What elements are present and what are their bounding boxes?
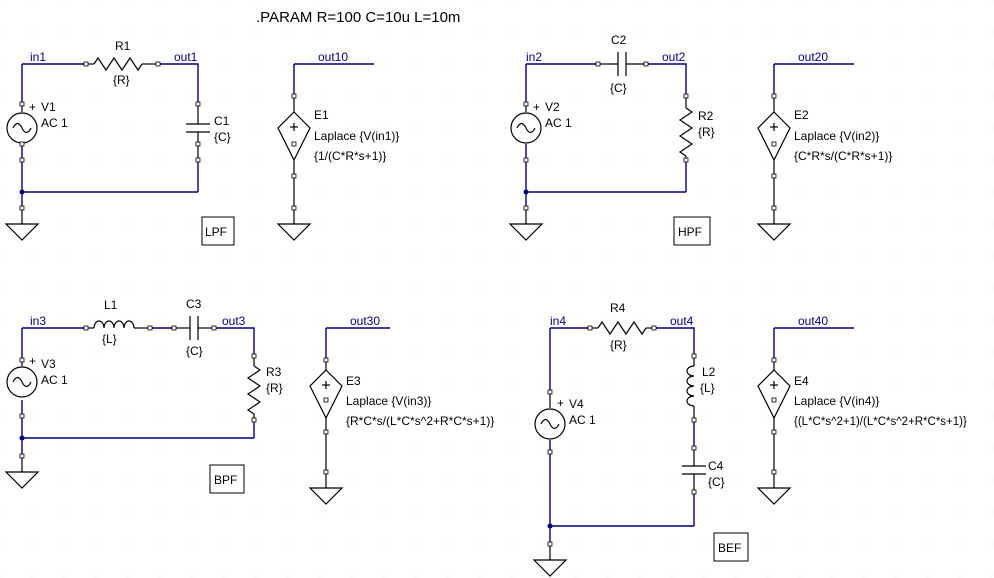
lpf-net-dep-out[interactable]: out10 <box>318 50 348 64</box>
bpf-resistor-value: {R} <box>266 381 283 395</box>
param-directive[interactable]: .PARAM R=100 C=10u L=10m <box>256 9 460 26</box>
bpf-dep-ref: E3 <box>346 374 361 388</box>
bef-dep-ref: E4 <box>794 374 809 388</box>
lpf-net-in[interactable]: in1 <box>30 50 46 64</box>
hpf-dep-ref: E2 <box>794 108 809 122</box>
bef-voltage-source[interactable]: + <box>534 392 566 440</box>
bpf-label: BPF <box>214 473 237 487</box>
svg-text:+: + <box>29 100 36 114</box>
hpf-laplace-source: out20 E2 Laplace {V(in2)} {C*R*s/(C*R*s+… <box>756 50 892 241</box>
bpf-dependent-source[interactable] <box>309 360 343 456</box>
lpf-source-ref: V1 <box>41 100 56 114</box>
bpf-ground-icon <box>4 456 40 489</box>
bpf-inductor-ref: L1 <box>104 298 118 312</box>
svg-text:+: + <box>557 396 564 410</box>
svg-text:+: + <box>29 354 36 368</box>
lpf-capacitor-ref: C1 <box>214 114 230 128</box>
lpf-dep-ref: E1 <box>314 108 329 122</box>
bef-net-dep-out[interactable]: out40 <box>798 314 828 328</box>
bpf-resistor-ref: R3 <box>266 365 282 379</box>
bef-ground-icon <box>532 544 568 577</box>
hpf-dep-ground-icon <box>756 208 792 241</box>
bef-capacitor[interactable] <box>682 448 706 492</box>
lpf-source-value: AC 1 <box>41 116 68 130</box>
bef-wires[interactable] <box>549 327 695 544</box>
bef-junction <box>547 523 553 529</box>
bef-label-box[interactable] <box>713 532 749 562</box>
lpf-label: LPF <box>205 225 227 239</box>
lpf-ground-icon <box>4 208 40 241</box>
svg-text:+: + <box>533 100 540 114</box>
hpf-net-in[interactable]: in2 <box>526 50 542 64</box>
hpf-ground-icon <box>508 208 544 241</box>
bpf-circuit: + in3 out3 L1 {L} C3 <box>4 297 283 494</box>
bef-inductor-ref: L2 <box>702 365 716 379</box>
bef-source-value: AC 1 <box>569 413 596 427</box>
bef-resistor-value: {R} <box>610 338 627 352</box>
hpf-label: HPF <box>678 225 702 239</box>
bpf-net-out[interactable]: out3 <box>222 314 246 328</box>
bef-circuit: + in4 out4 R4 {R} L2 <box>532 301 749 577</box>
lpf-resistor-ref: R1 <box>115 39 131 53</box>
hpf-source-ref: V2 <box>545 100 560 114</box>
lpf-dep-ground-icon <box>276 208 312 241</box>
hpf-dependent-source[interactable] <box>757 96 791 208</box>
bpf-label-box[interactable] <box>209 464 245 494</box>
lpf-capacitor-value: {C} <box>214 130 231 144</box>
lpf-dep-line2: {1/(C*R*s+1)} <box>314 149 386 163</box>
hpf-label-box[interactable] <box>673 216 711 246</box>
lpf-dependent-source[interactable] <box>277 96 311 208</box>
hpf-capacitor[interactable] <box>598 52 646 76</box>
bpf-source-value: AC 1 <box>41 373 68 387</box>
bef-net-out[interactable]: out4 <box>670 314 694 328</box>
bpf-dep-line1: Laplace {V(in3)} <box>346 394 431 408</box>
bef-laplace-source: out40 E4 Laplace {V(in4)} {(L*C*s^2+1)/(… <box>756 314 967 505</box>
bpf-inductor-value: {L} <box>102 332 117 346</box>
lpf-wires[interactable] <box>21 63 199 208</box>
bpf-capacitor-ref: C3 <box>186 297 202 311</box>
hpf-dep-line2: {C*R*s/(C*R*s+1)} <box>794 149 892 163</box>
bef-dep-line1: Laplace {V(in4)} <box>794 394 879 408</box>
bef-source-ref: V4 <box>569 397 584 411</box>
bef-inductor-value: {L} <box>700 381 715 395</box>
hpf-source-value: AC 1 <box>545 116 572 130</box>
lpf-dep-line1: Laplace {V(in1)} <box>314 129 399 143</box>
bef-net-in[interactable]: in4 <box>550 314 566 328</box>
hpf-net-dep-out[interactable]: out20 <box>798 50 828 64</box>
bpf-source-ref: V3 <box>41 357 56 371</box>
bef-capacitor-value: {C} <box>708 475 725 489</box>
bpf-wires[interactable] <box>21 327 255 456</box>
hpf-junction <box>523 189 529 195</box>
lpf-label-box[interactable] <box>201 216 235 246</box>
bpf-junction <box>19 435 25 441</box>
bpf-laplace-source: out30 E3 Laplace {V(in3)} {R*C*s/(L*C*s^… <box>308 314 494 505</box>
lpf-laplace-source: out10 E1 Laplace {V(in1)} {1/(C*R*s+1)} <box>276 50 399 241</box>
bef-capacitor-ref: C4 <box>708 459 724 473</box>
bpf-capacitor[interactable] <box>174 316 214 340</box>
bpf-dep-line2: {R*C*s/(L*C*s^2+R*C*s+1)} <box>346 414 494 428</box>
lpf-circuit: + in1 out1 R1 {R} V1 AC 1 C1 <box>4 39 235 246</box>
bef-dep-line2: {(L*C*s^2+1)/(L*C*s^2+R*C*s+1)} <box>794 416 967 428</box>
lpf-resistor-value: {R} <box>113 73 130 87</box>
lpf-net-out[interactable]: out1 <box>174 50 198 64</box>
bef-label: BEF <box>718 541 741 555</box>
bpf-capacitor-value: {C} <box>186 344 203 358</box>
bef-resistor-ref: R4 <box>610 301 626 315</box>
hpf-wires[interactable] <box>525 63 687 208</box>
lpf-junction <box>19 189 25 195</box>
bpf-net-dep-out[interactable]: out30 <box>350 314 380 328</box>
hpf-dep-line1: Laplace {V(in2)} <box>794 129 879 143</box>
hpf-resistor-value: {R} <box>698 125 715 139</box>
hpf-resistor-ref: R2 <box>698 109 714 123</box>
bpf-net-in[interactable]: in3 <box>30 314 46 328</box>
hpf-capacitor-ref: C2 <box>611 33 627 47</box>
hpf-capacitor-value: {C} <box>610 81 627 95</box>
hpf-net-out[interactable]: out2 <box>662 50 686 64</box>
hpf-circuit: + in2 out2 C2 {C} V2 AC 1 R2 {R} H <box>508 33 715 246</box>
